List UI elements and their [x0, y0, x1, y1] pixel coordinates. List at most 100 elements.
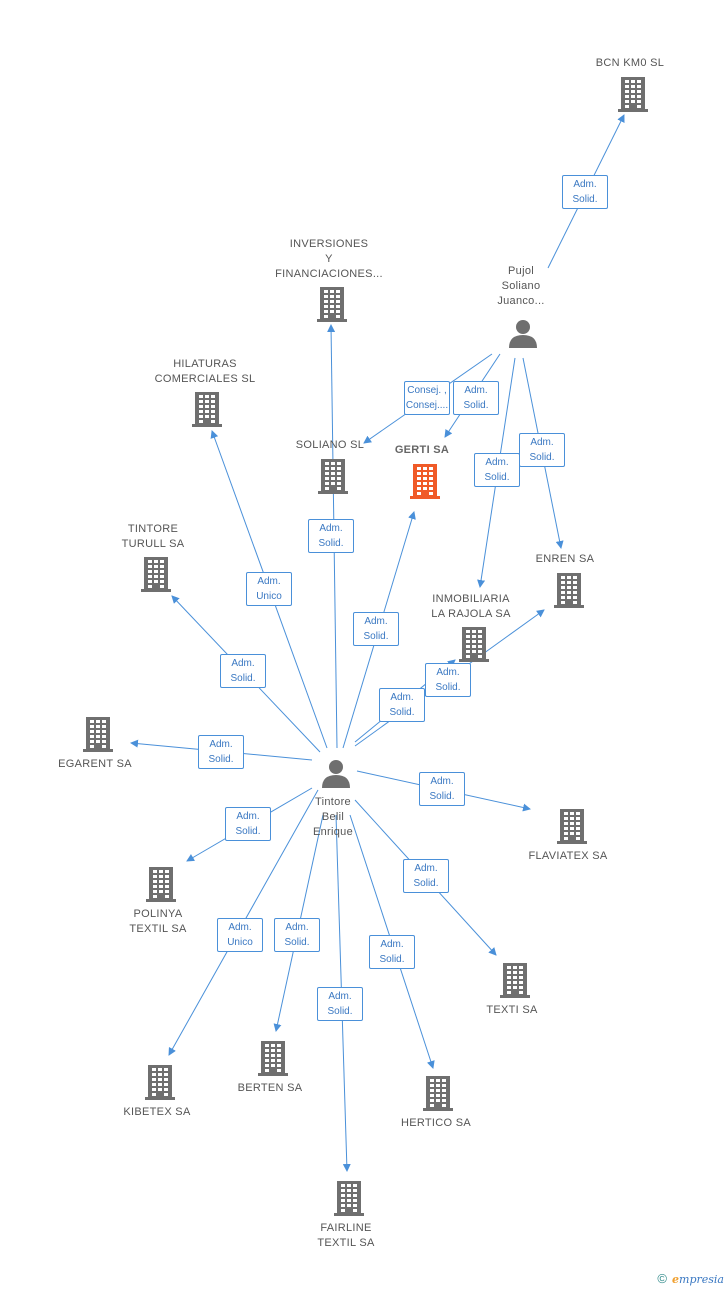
node-label-line: INVERSIONES	[289, 238, 369, 250]
edge-label-tintore_belil-to-flaviatex[interactable]: Adm.Solid.	[419, 772, 465, 806]
edge-label-line: Unico	[227, 937, 253, 948]
edge-label-line: Solid.	[379, 954, 405, 965]
building-icon[interactable]	[258, 1041, 288, 1076]
node-label-fairline[interactable]: FAIRLINE TEXTIL SA	[276, 1221, 416, 1251]
edge-label-tintore_belil-to-hertico[interactable]: Adm. Solid.	[369, 935, 415, 969]
node-label-line: TURULL SA	[121, 538, 185, 550]
node-label-line: INMOBILIARIA	[432, 593, 510, 605]
building-icon[interactable]	[618, 77, 648, 112]
node-label-line: POLINYA	[133, 908, 183, 920]
node-label-soliano[interactable]: SOLIANO SL	[260, 438, 400, 453]
node-label-line: Soliano	[501, 280, 541, 292]
edge-label-line: Adm.	[236, 811, 260, 822]
edge-label-line: Solid.	[389, 707, 415, 718]
node-label-bcn[interactable]: BCN KM0 SL	[560, 56, 700, 71]
edge-label-line: Solid.	[318, 538, 344, 549]
edge-label-tintore_belil-to-hilaturas[interactable]: Adm.Unico	[246, 572, 292, 606]
node-label-hilaturas[interactable]: HILATURAS COMERCIALES SL	[135, 357, 275, 387]
building-icon[interactable]	[557, 809, 587, 844]
edge-label-line: Solid.	[235, 826, 261, 837]
edge-label-pujol-to-gerti[interactable]: Adm.Solid.	[453, 381, 499, 415]
building-icon[interactable]	[318, 459, 348, 494]
edge-label-tintore_belil-to-inmobiliaria[interactable]: Adm. Solid.	[379, 688, 425, 722]
building-icon[interactable]	[459, 627, 489, 662]
node-label-line: HILATURAS	[173, 358, 237, 370]
node-label-line: COMERCIALES SL	[154, 373, 256, 385]
edge-label-line: Adm.	[436, 667, 460, 678]
node-label-line: LA RAJOLA SA	[431, 608, 511, 620]
edge-label-tintore_belil-to-inversiones[interactable]: Adm. Solid.	[308, 519, 354, 553]
node-label-inmobiliaria[interactable]: INMOBILIARIA LA RAJOLA SA	[401, 592, 541, 622]
edge-label-pujol-to-enren[interactable]: Adm.Solid.	[519, 433, 565, 467]
node-label-hertico[interactable]: HERTICO SA	[366, 1116, 506, 1131]
edge-label-tintore_belil-to-egarent[interactable]: Adm.Solid.	[198, 735, 244, 769]
node-label-line: Enrique	[312, 826, 353, 838]
edge-label-line: Adm.	[257, 576, 281, 587]
node-label-tintore_turull[interactable]: TINTORE TURULL SA	[83, 522, 223, 552]
building-icon[interactable]	[554, 573, 584, 608]
edge-label-line: Adm.	[285, 922, 309, 933]
edge-label-tintore_belil-to-tintore_turull[interactable]: Adm.Solid.	[220, 654, 266, 688]
edge-label-tintore_belil-to-fairline[interactable]: Adm.Solid.	[317, 987, 363, 1021]
building-icon[interactable]	[500, 963, 530, 998]
node-label-egarent[interactable]: EGARENT SA	[25, 757, 165, 772]
edge-label-line: Adm.	[319, 523, 343, 534]
node-label-line: TINTORE	[127, 523, 179, 535]
edge-label-line: Adm.	[430, 776, 454, 787]
edge-label-pujol-to-bcn[interactable]: Adm.Solid.	[562, 175, 608, 209]
edge-label-line: Adm.	[414, 863, 438, 874]
node-label-line: HERTICO SA	[400, 1117, 472, 1129]
node-label-line: TEXTIL SA	[317, 1237, 375, 1249]
edge-label-tintore_belil-to-kibetex[interactable]: Adm. Unico	[217, 918, 263, 952]
edge-label-line: Adm.	[390, 692, 414, 703]
edge-label-line: Solid.	[435, 682, 461, 693]
edge-label-pujol-to-inmobiliaria[interactable]: Adm.Solid.	[474, 453, 520, 487]
footer-credit: © empresia	[657, 1271, 724, 1286]
edge-label-line: Solid.	[284, 937, 310, 948]
node-label-enren[interactable]: ENREN SA	[495, 552, 635, 567]
node-label-line: Juanco...	[497, 295, 545, 307]
edge-label-line: Solid.	[363, 631, 389, 642]
edge-label-line: Adm.	[228, 922, 252, 933]
edge-label-line: Solid.	[230, 673, 256, 684]
empresia-logo[interactable]: empresia	[672, 1273, 724, 1286]
building-icon[interactable]	[334, 1181, 364, 1216]
building-icon[interactable]	[141, 557, 171, 592]
node-label-kibetex[interactable]: KIBETEX SA	[87, 1105, 227, 1120]
building-icon[interactable]	[145, 1065, 175, 1100]
node-label-line: FAIRLINE	[320, 1222, 372, 1234]
node-label-line: EGARENT SA	[58, 758, 132, 770]
edge-label-line: Consej. ,	[407, 385, 447, 396]
building-icon[interactable]	[192, 392, 222, 427]
edge-label-tintore_belil-to-berten[interactable]: Adm. Solid.	[274, 918, 320, 952]
node-label-line: KIBETEX SA	[123, 1106, 191, 1118]
node-label-line: FINANCIACIONES...	[275, 268, 383, 280]
node-label-gerti[interactable]: GERTI SA	[352, 443, 492, 458]
node-label-line: Tintore	[315, 796, 351, 808]
node-label-line: TEXTI SA	[486, 1004, 538, 1016]
building-icon[interactable]	[317, 287, 347, 322]
edge-label-tintore_belil-to-polinya[interactable]: Adm. Solid.	[225, 807, 271, 841]
edge-label-line: Adm.	[380, 939, 404, 950]
edge-label-line: Adm.	[364, 616, 388, 627]
edge-label-tintore_belil-to-enren[interactable]: Adm. Solid.	[425, 663, 471, 697]
edge-label-tintore_belil-to-texti[interactable]: Adm.Solid.	[403, 859, 449, 893]
node-label-flaviatex[interactable]: FLAVIATEX SA	[498, 849, 638, 864]
person-icon[interactable]	[509, 320, 537, 348]
edge-label-line: Adm.	[573, 179, 597, 190]
edge-label-tintore_belil-to-gerti[interactable]: Adm. Solid.	[353, 612, 399, 646]
node-label-line: Belil	[321, 811, 345, 823]
building-icon[interactable]	[146, 867, 176, 902]
building-icon[interactable]	[83, 717, 113, 752]
node-label-berten[interactable]: BERTEN SA	[200, 1081, 340, 1096]
edge-label-line: Solid.	[208, 754, 234, 765]
edge-label-pujol-to-soliano[interactable]: Consej. ,Consej....	[404, 381, 450, 415]
building-icon[interactable]	[423, 1076, 453, 1111]
node-label-texti[interactable]: TEXTI SA	[442, 1003, 582, 1018]
person-icon[interactable]	[322, 760, 350, 788]
building-icon-focus[interactable]	[410, 464, 440, 499]
